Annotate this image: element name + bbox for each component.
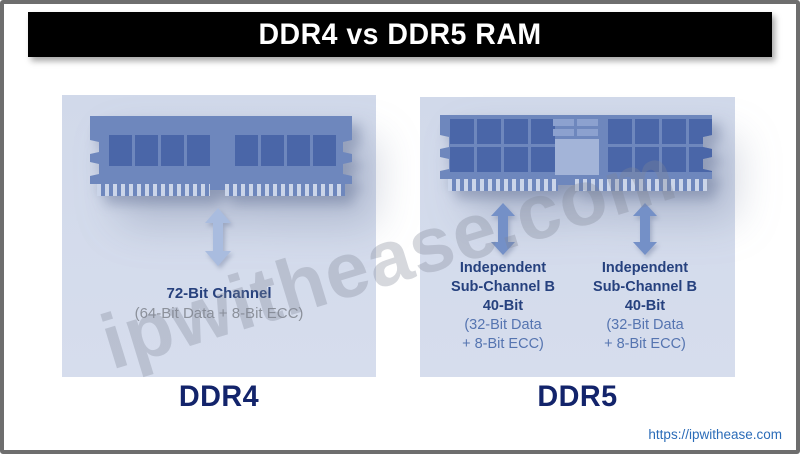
ddr5-subchannel-caption-right: Independent Sub-Channel B 40-Bit (32-Bit… [570, 259, 720, 354]
caption-line: (32-Bit Data [464, 317, 542, 333]
ddr5-spd-chips [553, 119, 598, 136]
memory-chip [635, 147, 659, 172]
page-title: DDR4 vs DDR5 RAM [258, 17, 542, 51]
ddr5-panel: Independent Sub-Channel B 40-Bit (32-Bit… [420, 97, 735, 377]
memory-chip [161, 135, 184, 166]
ddr5-ram-module [440, 115, 712, 191]
ddr4-ram-module [90, 116, 352, 196]
memory-chip [608, 147, 632, 172]
memory-chip [287, 135, 310, 166]
memory-chip [689, 119, 713, 144]
ddr5-key-notch [558, 179, 575, 185]
memory-chip [662, 147, 686, 172]
memory-chip [450, 147, 474, 172]
memory-chip [187, 135, 210, 166]
ddr4-key-notch [210, 184, 225, 190]
memory-chip [477, 119, 501, 144]
double-vertical-arrow-icon [633, 203, 657, 255]
caption-line: 40-Bit [624, 298, 666, 314]
caption-line: (32-Bit Data [606, 317, 684, 333]
memory-chip [635, 119, 659, 144]
caption-line: Independent [601, 260, 689, 276]
caption-line: + 8-Bit ECC) [604, 336, 686, 352]
caption-line: Independent [459, 260, 547, 276]
caption-line: Sub-Channel B [451, 279, 555, 295]
ddr5-label: DDR5 [537, 380, 618, 413]
ddr5-board [440, 115, 712, 179]
caption-line: Sub-Channel B [593, 279, 697, 295]
ddr4-chip-group-left [109, 135, 210, 166]
ddr5-pmic-chip [555, 139, 599, 175]
ddr4-panel: 72-Bit Channel (64-Bit Data + 8-Bit ECC) [62, 95, 376, 377]
small-chip [577, 129, 598, 136]
memory-chip [109, 135, 132, 166]
ddr5-chip-group-right [608, 119, 713, 172]
ddr4-chip-group-right [235, 135, 336, 166]
double-vertical-arrow-icon [205, 208, 231, 266]
ddr4-channel-caption: 72-Bit Channel [166, 285, 272, 302]
memory-chip [477, 147, 501, 172]
title-bar: DDR4 vs DDR5 RAM [28, 12, 772, 57]
small-chip [553, 129, 574, 136]
caption-line: 40-Bit [482, 298, 524, 314]
ddr5-pins-right [575, 179, 707, 191]
ddr4-label: DDR4 [178, 380, 260, 413]
memory-chip [504, 119, 528, 144]
ddr4-board [90, 116, 352, 184]
double-vertical-arrow-icon [491, 203, 515, 255]
memory-chip [235, 135, 258, 166]
ddr5-pins-left [448, 179, 558, 191]
memory-chip [608, 119, 632, 144]
caption-line: + 8-Bit ECC) [462, 336, 544, 352]
memory-chip [662, 119, 686, 144]
memory-chip [313, 135, 336, 166]
ddr5-subchannel-caption-left: Independent Sub-Channel B 40-Bit (32-Bit… [428, 259, 578, 354]
memory-chip [450, 119, 474, 144]
memory-chip [531, 147, 555, 172]
memory-chip [531, 119, 555, 144]
small-chip [577, 119, 598, 126]
ddr4-channel-subcaption: (64-Bit Data + 8-Bit ECC) [134, 305, 304, 322]
memory-chip [261, 135, 284, 166]
memory-chip [689, 147, 713, 172]
small-chip [553, 119, 574, 126]
ddr4-pins-left [97, 184, 210, 196]
ddr5-chip-group-left [450, 119, 555, 172]
memory-chip [135, 135, 158, 166]
ddr4-pins-right [225, 184, 345, 196]
footer-website-link[interactable]: https://ipwithease.com [648, 427, 782, 442]
memory-chip [504, 147, 528, 172]
